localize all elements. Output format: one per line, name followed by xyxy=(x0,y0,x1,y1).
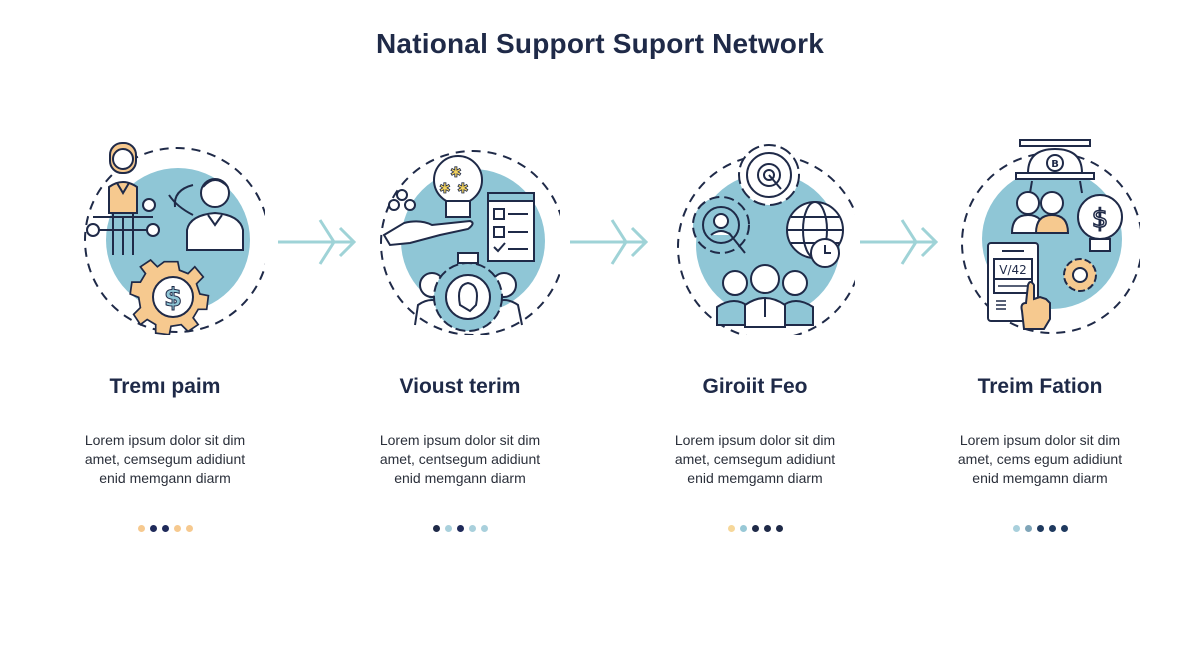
description-line: amet, cems egum adidiunt xyxy=(957,451,1123,467)
description-line: amet, centsegum adidiunt xyxy=(379,451,541,467)
dot xyxy=(480,525,488,532)
gears-globe-team-icon xyxy=(655,135,855,335)
step-1: $ Tremı paim Lorem ipsum dolor sit dim a… xyxy=(50,135,280,532)
arrow-right-icon xyxy=(570,219,649,265)
step-title: Treim Fation xyxy=(977,375,1103,398)
dot xyxy=(137,525,145,532)
dot xyxy=(1048,525,1056,532)
dot xyxy=(432,525,440,532)
description-line: enid memgann diarm xyxy=(394,470,526,486)
pagination-dots xyxy=(925,525,1155,532)
page-title: National Support Suport Network xyxy=(376,28,824,59)
svg-text:✱: ✱ xyxy=(457,181,469,197)
dot xyxy=(775,525,783,532)
svg-text:✱: ✱ xyxy=(450,165,462,181)
step-description: Lorem ipsum dolor sit dim amet, cemsegum… xyxy=(640,431,870,488)
dot xyxy=(1012,525,1020,532)
pagination-dots xyxy=(50,525,280,532)
step-title: Tremı paim xyxy=(109,375,221,398)
dot xyxy=(1060,525,1068,532)
dot xyxy=(739,525,747,532)
dot xyxy=(1024,525,1032,532)
description-line: enid memgamn diarm xyxy=(972,470,1108,486)
arrow-right-icon xyxy=(860,219,939,265)
step-2: ✱ ✱ ✱ Viou xyxy=(345,135,575,532)
description-line: enid memgann diarm xyxy=(99,470,231,486)
description-line: amet, cemsegum adidiunt xyxy=(674,451,836,467)
step-description: Lorem ipsum dolor sit dim amet, centsegu… xyxy=(345,431,575,488)
dot xyxy=(149,525,157,532)
dot xyxy=(161,525,169,532)
pagination-dots xyxy=(345,525,575,532)
step-title: Vioust terim xyxy=(399,375,521,398)
dot xyxy=(1036,525,1044,532)
step-4: B $ V/42 T xyxy=(925,135,1155,532)
step-description: Lorem ipsum dolor sit dim amet, cems egu… xyxy=(925,431,1155,488)
dot xyxy=(763,525,771,532)
svg-text:V/42: V/42 xyxy=(999,263,1027,277)
dot xyxy=(185,525,193,532)
funding-tablet-hand-icon: B $ V/42 xyxy=(940,135,1140,335)
pagination-dots xyxy=(640,525,870,532)
svg-text:✱: ✱ xyxy=(439,181,451,197)
svg-text:$: $ xyxy=(1092,204,1109,234)
idea-hand-checklist-team-icon: ✱ ✱ ✱ xyxy=(360,135,560,335)
dot xyxy=(456,525,464,532)
dot xyxy=(444,525,452,532)
description-line: Lorem ipsum dolor sit dim xyxy=(84,432,246,448)
step-description: Lorem ipsum dolor sit dim amet, cemsegum… xyxy=(50,431,280,488)
step-3: Giroiit Feo Lorem ipsum dolor sit dim am… xyxy=(640,135,870,532)
description-line: enid memgamn diarm xyxy=(687,470,823,486)
dot xyxy=(727,525,735,532)
people-exchange-gear-dollar-icon: $ xyxy=(65,135,265,335)
description-line: amet, cemsegum adidiunt xyxy=(84,451,246,467)
svg-text:$: $ xyxy=(164,283,182,313)
dot xyxy=(468,525,476,532)
dot xyxy=(751,525,759,532)
svg-text:B: B xyxy=(1051,159,1059,170)
description-line: Lorem ipsum dolor sit dim xyxy=(379,432,541,448)
step-title: Giroiit Feo xyxy=(702,375,808,398)
arrow-right-icon xyxy=(278,219,357,265)
description-line: Lorem ipsum dolor sit dim xyxy=(959,432,1121,448)
description-line: Lorem ipsum dolor sit dim xyxy=(674,432,836,448)
dot xyxy=(173,525,181,532)
